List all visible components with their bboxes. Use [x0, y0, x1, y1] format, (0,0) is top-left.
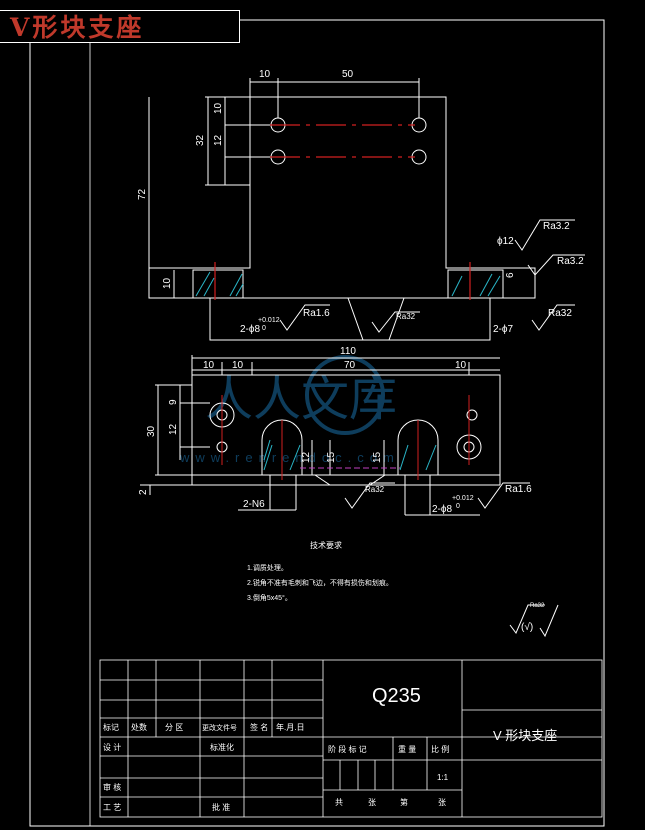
general-rough-label: Ra32: [530, 603, 545, 609]
cell-gong: 共: [335, 798, 343, 807]
tol-pin-left: +0.012: [258, 317, 280, 324]
cell-qianming: 签 名: [250, 722, 268, 732]
dim-10c: 10: [455, 360, 467, 371]
dim-pin-left: 2-ϕ8: [240, 324, 260, 335]
dim-10a: 10: [203, 360, 215, 371]
dim-top-span: 50: [342, 69, 354, 80]
cell-fenqu: 分 区: [165, 723, 183, 732]
front-view-labels: 110 10 10 70 10 9 12 30 2 12 15 15 2-N6 …: [138, 346, 532, 515]
top-view-labels: 10 50 10 12 32 72 10 ϕ12 Ra3.2 Ra3.2 6 R…: [137, 69, 584, 335]
dim-hole-v2: 12: [213, 134, 224, 146]
cell-chushu: 处数: [131, 722, 147, 732]
rough-step: Ra3.2: [557, 256, 584, 267]
title-block-text: Q235 V 形块支座 1:1 标记 处数 分 区 更改文件号 签 名 年.月.…: [103, 685, 557, 812]
dim-height-32: 32: [195, 134, 206, 146]
top-view-red: [214, 124, 471, 300]
dim-9: 9: [168, 399, 179, 405]
cell-shenhe: 审 核: [103, 782, 121, 792]
cell-zhongliang: 重 量: [398, 744, 416, 754]
rough-right: Ra1.6: [505, 484, 532, 495]
top-view-hatch: [195, 271, 501, 297]
cell-zhang2: 张: [438, 798, 446, 807]
general-rough-paren: (√): [521, 621, 533, 633]
front-view: [140, 355, 501, 516]
inner-border: [89, 19, 605, 827]
dim-base-10: 10: [162, 277, 173, 289]
dim-30: 30: [146, 425, 157, 437]
dim-2: 2: [138, 489, 149, 495]
technical-notes: 技术要求 1.调质处理。 2.锐角不准有毛刺和飞边，不得有损伤和划痕。 3.倒角…: [247, 540, 393, 602]
cell-zhang: 张: [368, 798, 376, 807]
front-view-hatch: [263, 439, 437, 471]
cell-jieduan: 阶 段 标 记: [328, 744, 367, 754]
title-block: [99, 659, 603, 818]
top-view: [148, 78, 536, 341]
rough-bottom-right: Ra32: [548, 308, 572, 319]
scale: 1:1: [437, 773, 449, 782]
general-roughness: Ra32 (√): [521, 603, 545, 633]
note-1: 1.调质处理。: [247, 563, 288, 572]
watermark-sub: www.renrendoc.com: [179, 450, 400, 465]
cell-di: 第: [400, 797, 408, 807]
dim-12: 12: [168, 423, 179, 435]
note-2: 2.锐角不准有毛刺和飞边，不得有损伤和划痕。: [247, 578, 393, 587]
dim-slot: 2-N6: [243, 499, 265, 510]
dim-10b: 10: [232, 360, 244, 371]
cell-biaozhunhua: 标准化: [210, 742, 234, 752]
cell-nianyueri: 年.月.日: [276, 722, 304, 732]
cell-gongyi: 工 艺: [103, 803, 121, 812]
rough-top: Ra3.2: [543, 221, 570, 232]
dim-pin: 2-ϕ8: [432, 504, 452, 515]
rough-v: Ra32: [396, 312, 416, 321]
cell-pizhun: 批 准: [212, 802, 230, 812]
material: Q235: [372, 685, 421, 707]
dim-hole-v1: 10: [213, 102, 224, 114]
tol-pin: +0.012: [452, 495, 474, 502]
title-tag: V形块支座: [0, 10, 240, 43]
cell-biaoji: 标记: [103, 722, 119, 732]
notes-heading: 技术要求: [310, 540, 342, 550]
front-view-red: [221, 395, 470, 480]
rough-center: Ra32: [365, 485, 385, 494]
dim-height-72: 72: [137, 188, 148, 200]
watermark: 人人文库 www.renrendoc.com: [179, 355, 400, 465]
dim-70: 70: [344, 360, 356, 371]
dim-top-left: 10: [259, 69, 271, 80]
dim-12b: 12: [301, 451, 312, 463]
note-3: 3.倒角5x45°。: [247, 593, 292, 602]
rough-bottom-left: Ra1.6: [303, 308, 330, 319]
cell-bili: 比 例: [431, 744, 449, 754]
tol-pin-left-lower: 0: [262, 325, 266, 332]
dim-15a: 15: [326, 451, 337, 463]
dim-total-110: 110: [340, 346, 356, 357]
dim-hole-right: 2-ϕ7: [493, 324, 513, 335]
tol-pin-lower: 0: [456, 503, 460, 510]
part-name: V 形块支座: [493, 728, 557, 743]
cell-gengwenjian: 更改文件号: [202, 723, 237, 732]
watermark-text: 人人文库: [205, 371, 397, 427]
dim-hole-d12: ϕ12: [497, 236, 514, 247]
roughness-symbols: [279, 219, 585, 638]
cell-sheji: 设 计: [103, 742, 121, 752]
dim-15b: 15: [372, 451, 383, 463]
dim-6: 6: [505, 272, 516, 278]
